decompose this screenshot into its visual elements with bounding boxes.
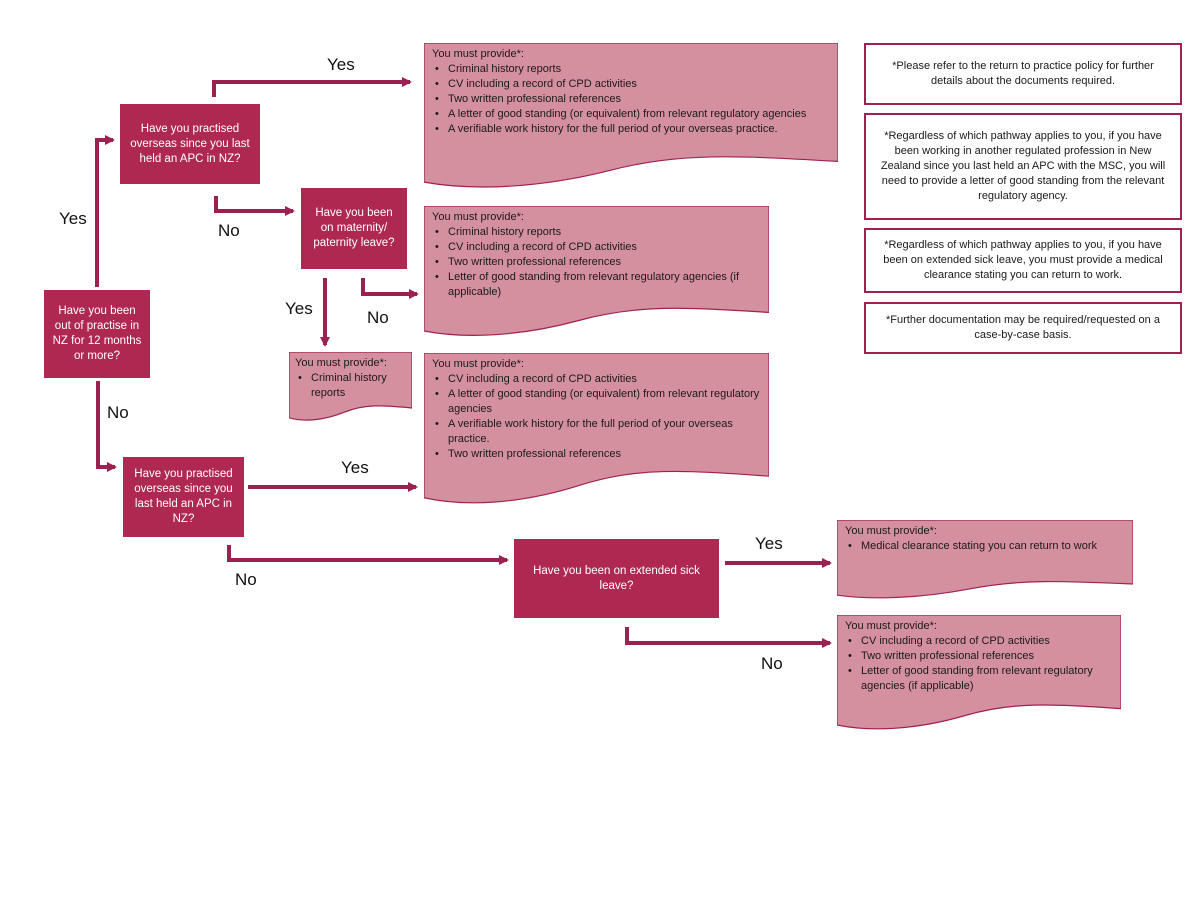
label-no-maternity: No xyxy=(367,308,389,327)
label-yes-sick-leave: Yes xyxy=(755,534,783,553)
requirements-sick-yes: You must provide*: Medical clearance sta… xyxy=(837,520,1133,600)
requirement-item: Criminal history reports xyxy=(432,225,761,240)
requirements-heading: You must provide*: xyxy=(845,620,937,632)
requirements-sick-no: You must provide*: CV including a record… xyxy=(837,615,1121,732)
arrow-overseas-top-yes xyxy=(212,77,412,97)
note-sick-leave: *Regardless of which pathway applies to … xyxy=(864,228,1182,293)
requirement-item: CV including a record of CPD activities xyxy=(845,634,1113,649)
requirement-item: Two written professional references xyxy=(845,649,1113,664)
requirement-item: Two written professional references xyxy=(432,92,830,107)
arrow-sick-no xyxy=(625,627,832,648)
note-regulated-profession: *Regardless of which pathway applies to … xyxy=(864,113,1182,220)
requirements-heading: You must provide*: xyxy=(432,358,524,370)
requirement-item: Criminal history reports xyxy=(432,62,830,77)
requirement-item: A letter of good standing (or equivalent… xyxy=(432,107,830,122)
requirements-heading: You must provide*: xyxy=(432,48,524,60)
arrow-out-yes xyxy=(95,135,115,287)
question-sick-leave: Have you been on extended sick leave? xyxy=(514,539,719,618)
note-text: *Please refer to the return to practice … xyxy=(892,60,1154,87)
label-no-overseas-top: No xyxy=(218,221,240,240)
note-policy-reference: *Please refer to the return to practice … xyxy=(864,43,1182,105)
requirement-item: CV including a record of CPD activities xyxy=(432,372,761,387)
question-maternity-text: Have you been on maternity/ paternity le… xyxy=(313,207,395,249)
label-no-out-of-practice: No xyxy=(107,403,129,422)
question-overseas-bottom: Have you practised overseas since you la… xyxy=(123,457,244,537)
arrow-maternity-no xyxy=(361,278,419,299)
requirements-maternity-yes: You must provide*: Criminal history repo… xyxy=(289,352,412,422)
arrow-overseas-bottom-no xyxy=(227,545,509,565)
requirements-list: Medical clearance stating you can return… xyxy=(845,539,1125,554)
requirements-heading: You must provide*: xyxy=(845,525,937,537)
arrow-out-no xyxy=(96,381,117,472)
requirement-item: A verifiable work history for the full p… xyxy=(432,417,761,447)
label-yes-maternity: Yes xyxy=(285,299,313,318)
question-out-of-practice-text: Have you been out of practise in NZ for … xyxy=(52,305,142,362)
label-no-overseas-bottom: No xyxy=(235,570,257,589)
note-further-documentation: *Further documentation may be required/r… xyxy=(864,302,1182,354)
requirement-item: CV including a record of CPD activities xyxy=(432,240,761,255)
arrow-overseas-top-no xyxy=(214,196,295,216)
requirement-item: A verifiable work history for the full p… xyxy=(432,122,830,137)
question-sick-leave-text: Have you been on extended sick leave? xyxy=(533,564,700,592)
requirements-list: Criminal history reports xyxy=(295,371,406,401)
label-yes-out-of-practice: Yes xyxy=(59,209,87,228)
label-yes-overseas-bottom: Yes xyxy=(341,458,369,477)
note-text: *Regardless of which pathway applies to … xyxy=(883,239,1163,281)
question-overseas-bottom-text: Have you practised overseas since you la… xyxy=(134,468,233,525)
requirement-item: A letter of good standing (or equivalent… xyxy=(432,387,761,417)
requirements-list: CV including a record of CPD activities … xyxy=(845,634,1113,694)
requirement-item: Two written professional references xyxy=(432,447,761,462)
question-maternity: Have you been on maternity/ paternity le… xyxy=(301,188,407,269)
note-text: *Regardless of which pathway applies to … xyxy=(880,130,1166,202)
requirements-overseas-bottom-yes: You must provide*: CV including a record… xyxy=(424,353,769,507)
requirements-maternity-no: You must provide*: Criminal history repo… xyxy=(424,206,769,339)
requirement-item: CV including a record of CPD activities xyxy=(432,77,830,92)
question-overseas-top: Have you practised overseas since you la… xyxy=(120,104,260,184)
question-overseas-top-text: Have you practised overseas since you la… xyxy=(130,122,250,165)
requirements-heading: You must provide*: xyxy=(432,211,524,223)
label-yes-overseas-top: Yes xyxy=(327,55,355,74)
question-out-of-practice: Have you been out of practise in NZ for … xyxy=(44,290,150,378)
requirement-item: Medical clearance stating you can return… xyxy=(845,539,1125,554)
requirements-list: Criminal history reports CV including a … xyxy=(432,62,830,137)
label-no-sick-leave: No xyxy=(761,654,783,673)
requirement-item: Criminal history reports xyxy=(295,371,406,401)
requirements-overseas-yes: You must provide*: Criminal history repo… xyxy=(424,43,838,191)
requirements-list: Criminal history reports CV including a … xyxy=(432,225,761,300)
requirements-heading: You must provide*: xyxy=(295,357,387,369)
requirement-item: Letter of good standing from relevant re… xyxy=(845,664,1113,694)
note-text: *Further documentation may be required/r… xyxy=(886,314,1160,341)
requirement-item: Letter of good standing from relevant re… xyxy=(432,270,761,300)
requirements-list: CV including a record of CPD activities … xyxy=(432,372,761,462)
requirement-item: Two written professional references xyxy=(432,255,761,270)
